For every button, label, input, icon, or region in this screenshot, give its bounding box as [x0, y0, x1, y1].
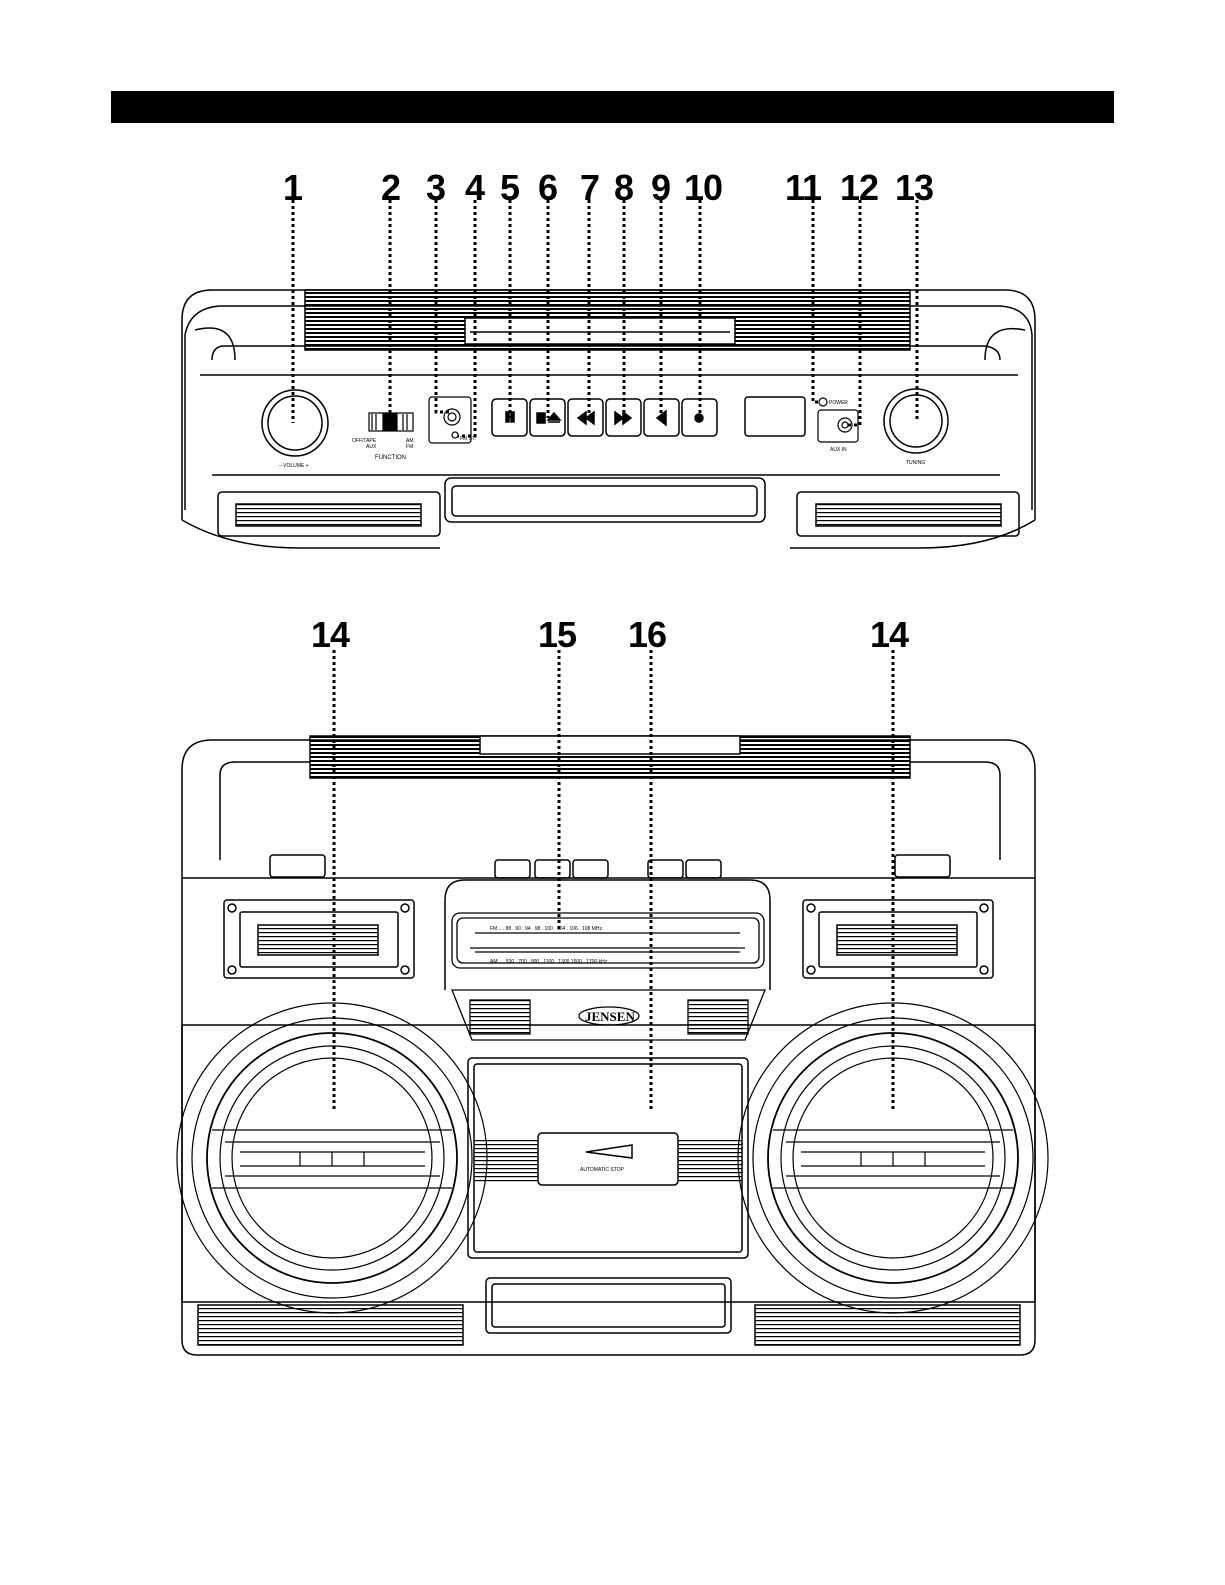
volume-label: – VOLUME + [279, 463, 309, 469]
cassette-door[interactable] [468, 1058, 748, 1258]
volume-knob[interactable] [262, 390, 328, 456]
display-window [745, 397, 805, 436]
automatic-stop-label: AUTOMATIC STOP [580, 1167, 625, 1173]
left-speaker [177, 1003, 487, 1313]
front-view-unit [182, 736, 1035, 1355]
aux-label: AUX [366, 444, 377, 450]
tuning-label: TUNING [906, 460, 925, 466]
rewind-button[interactable] [568, 399, 603, 436]
jensen-logo: JENSEN [585, 1009, 635, 1024]
function-switch[interactable] [369, 413, 413, 431]
function-label: FUNCTION [375, 455, 406, 461]
aux-in-jack[interactable] [818, 410, 858, 442]
fm-label: FM [406, 444, 413, 450]
am-scale: AM .... 530 . 700 . 900 . 1100 . 1300 15… [490, 959, 608, 965]
fm-scale: FM .... 88 . 90 . 94 . 98 . 100 . 104 . … [490, 926, 603, 932]
power-indicator [819, 398, 827, 406]
top-view-unit [182, 290, 1035, 548]
right-speaker [738, 1003, 1048, 1313]
aux-in-label: AUX IN [830, 447, 847, 453]
power-label: POWER [829, 400, 848, 406]
